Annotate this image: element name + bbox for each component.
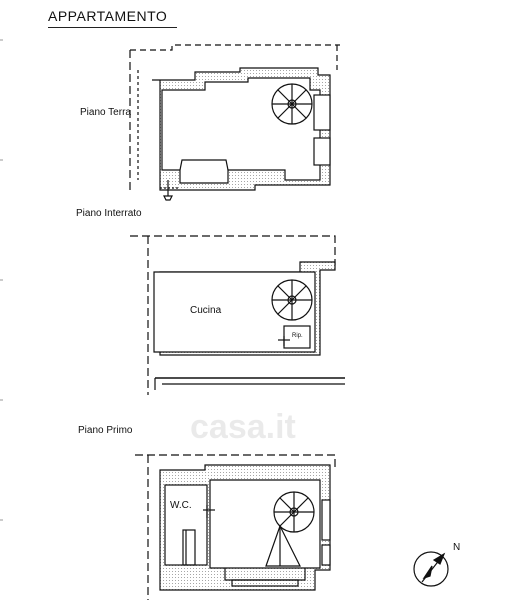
room-label-cucina: Cucina	[190, 305, 222, 316]
spiral-staircase-primo	[273, 491, 315, 533]
plan-piano-interrato	[130, 235, 345, 395]
compass-north-label: N	[453, 542, 461, 553]
room-label-wc: W.C.	[170, 500, 192, 511]
page-edge-marks	[0, 39, 3, 521]
spiral-staircase-terra	[271, 83, 313, 125]
spiral-staircase-interrato	[271, 279, 313, 321]
floor-label-piano-interrato: Piano Interrato	[76, 208, 142, 219]
plan-title: APPARTAMENTO	[48, 8, 178, 28]
floor-label-piano-terra: Piano Terra	[80, 107, 131, 118]
plan-piano-primo	[135, 454, 336, 600]
north-arrow-compass	[413, 551, 449, 587]
casa-it-watermark: casa.it	[190, 408, 296, 446]
floor-label-piano-primo: Piano Primo	[78, 425, 133, 436]
plan-piano-terra	[129, 44, 340, 201]
room-label-ripostiglio: Rip.	[292, 333, 303, 339]
